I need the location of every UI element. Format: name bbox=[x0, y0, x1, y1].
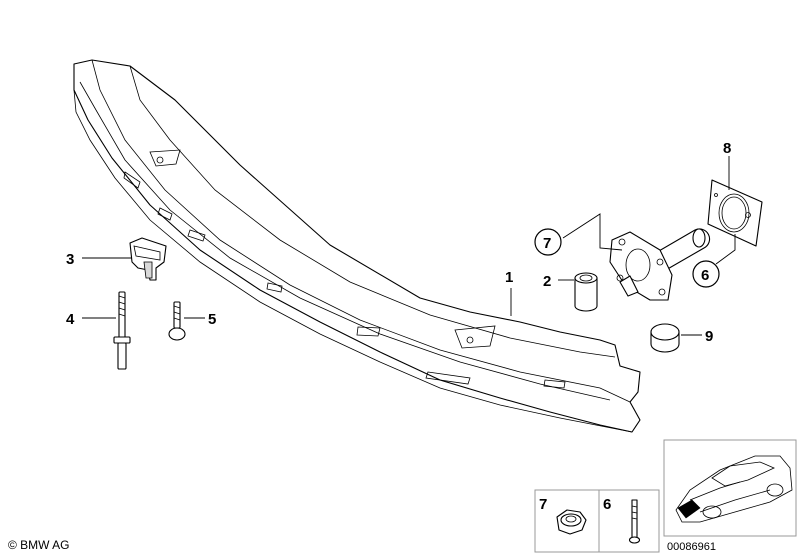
document-number: 00086961 bbox=[667, 541, 716, 553]
vehicle-locator-thumbnail bbox=[663, 439, 797, 537]
callout-2: 2 bbox=[543, 273, 551, 290]
leader-lines bbox=[82, 156, 736, 336]
callout-9: 9 bbox=[705, 328, 713, 345]
small-parts-box-nut bbox=[534, 489, 600, 553]
box-6-label: 6 bbox=[603, 496, 611, 513]
spacer-sleeve-part-2 bbox=[574, 272, 598, 312]
bracket-part-3 bbox=[129, 237, 167, 281]
callout-6: 6 bbox=[701, 267, 709, 284]
callout-4: 4 bbox=[66, 311, 75, 328]
callout-1: 1 bbox=[505, 269, 513, 286]
callout-3: 3 bbox=[66, 251, 74, 268]
callout-5: 5 bbox=[208, 311, 216, 328]
callout-6-circle bbox=[692, 260, 720, 288]
box-7-label: 7 bbox=[539, 496, 547, 513]
tow-eye-mount bbox=[609, 228, 711, 301]
gasket-part-8 bbox=[707, 179, 763, 247]
long-bolt-part-4 bbox=[113, 291, 131, 370]
bumper-carrier-part-1 bbox=[73, 59, 641, 433]
cap-part-9 bbox=[650, 323, 680, 353]
callout-7-circle bbox=[534, 228, 562, 256]
copyright-notice: © BMW AG bbox=[8, 538, 70, 552]
short-bolt-part-5 bbox=[168, 301, 186, 341]
small-parts-box-pin bbox=[598, 489, 660, 553]
callout-7: 7 bbox=[543, 235, 551, 252]
callout-8: 8 bbox=[723, 140, 731, 157]
